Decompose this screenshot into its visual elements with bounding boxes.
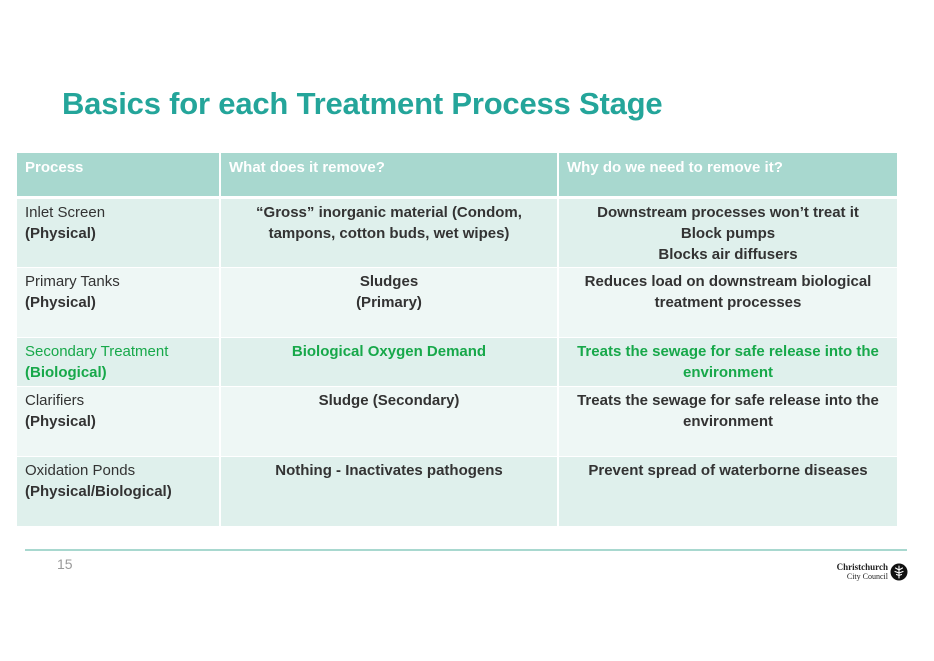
process-type: (Physical/Biological): [25, 482, 172, 500]
why-line: Blocks air diffusers: [658, 245, 798, 263]
process-type: (Physical): [25, 293, 96, 311]
tree-emblem-icon: [890, 563, 908, 581]
why-cell: Treats the sewage for safe release into …: [558, 337, 897, 387]
logo-line-1: Christchurch: [836, 562, 888, 572]
why-cell: Downstream processes won’t treat it Bloc…: [558, 197, 897, 268]
slide-title: Basics for each Treatment Process Stage: [62, 86, 663, 121]
process-cell: Inlet Screen (Physical): [17, 197, 221, 268]
process-name: Clarifiers: [25, 391, 85, 409]
logo-line-2: City Council: [846, 572, 888, 581]
table-row: Oxidation Ponds (Physical/Biological) No…: [17, 456, 897, 527]
table-row: Clarifiers (Physical) Sludge (Secondary)…: [17, 386, 897, 457]
why-line: Block pumps: [680, 224, 776, 242]
process-name: Secondary Treatment: [25, 342, 169, 360]
removes-cell: Sludges (Primary): [220, 267, 559, 338]
why-line: Downstream processes won’t treat it: [597, 203, 859, 221]
process-type: (Physical): [25, 224, 96, 242]
council-logo: Christchurch City Council: [832, 563, 908, 585]
process-cell: Clarifiers (Physical): [17, 386, 221, 457]
removes-cell: “Gross” inorganic material (Condom, tamp…: [220, 197, 559, 268]
process-type: (Biological): [25, 363, 107, 381]
table-row: Primary Tanks (Physical) Sludges (Primar…: [17, 267, 897, 338]
header-what-removed: What does it remove?: [220, 153, 559, 199]
removes-cell: Nothing - Inactivates pathogens: [220, 456, 559, 527]
process-name: Inlet Screen: [25, 203, 106, 221]
page-number: 15: [57, 556, 73, 572]
treatment-process-table: Process What does it remove? Why do we n…: [17, 153, 897, 527]
table-row: Inlet Screen (Physical) “Gross” inorgani…: [17, 197, 897, 268]
process-type: (Physical): [25, 412, 96, 430]
table-header-row: Process What does it remove? Why do we n…: [17, 153, 897, 199]
process-cell: Oxidation Ponds (Physical/Biological): [17, 456, 221, 527]
process-cell: Primary Tanks (Physical): [17, 267, 221, 338]
why-cell: Treats the sewage for safe release into …: [558, 386, 897, 457]
header-why-remove: Why do we need to remove it?: [558, 153, 897, 199]
footer-divider: [25, 549, 907, 551]
why-cell: Prevent spread of waterborne diseases: [558, 456, 897, 527]
table-row-highlighted: Secondary Treatment (Biological) Biologi…: [17, 337, 897, 387]
logo-wordmark: Christchurch City Council: [832, 562, 888, 582]
removes-cell: Biological Oxygen Demand: [220, 337, 559, 387]
process-name: Primary Tanks: [25, 272, 120, 290]
removes-cell: Sludge (Secondary): [220, 386, 559, 457]
removes-line: Sludges: [359, 272, 419, 290]
removes-line: (Primary): [356, 293, 422, 311]
why-cell: Reduces load on downstream biological tr…: [558, 267, 897, 338]
process-cell: Secondary Treatment (Biological): [17, 337, 221, 387]
process-name: Oxidation Ponds: [25, 461, 136, 479]
header-process: Process: [17, 153, 221, 199]
